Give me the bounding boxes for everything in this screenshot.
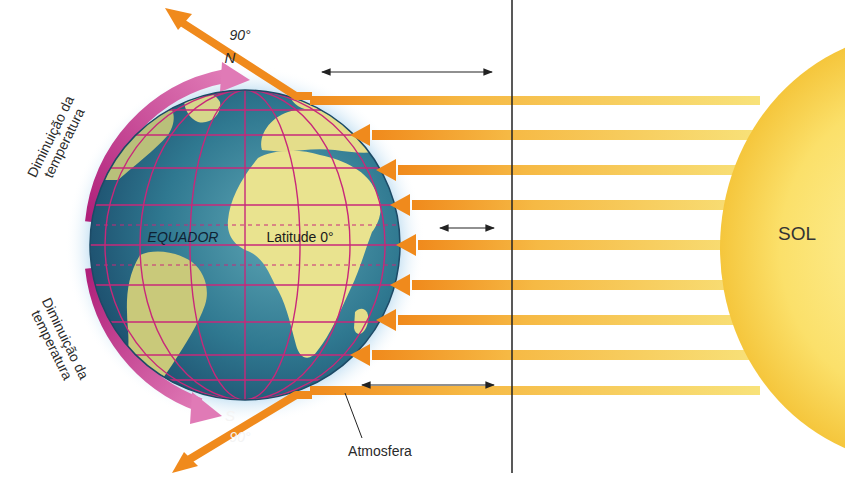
label-text: N: [225, 50, 236, 67]
label-text: Diminuição da temperatura: [20, 84, 96, 196]
label-text: Atmosfera: [348, 444, 412, 459]
label-text: Latitude 0°: [266, 230, 333, 245]
label-text: 90°: [229, 430, 250, 445]
sun-shape: [700, 28, 845, 468]
label-text: 90°: [229, 28, 250, 43]
node-text: SOL: [778, 223, 816, 245]
sun-disc: SOL: [700, 28, 845, 468]
label-text: EQUADOR: [148, 230, 219, 245]
label-text: Diminuição da temperatura: [20, 286, 96, 398]
label-text: S: [225, 408, 235, 425]
